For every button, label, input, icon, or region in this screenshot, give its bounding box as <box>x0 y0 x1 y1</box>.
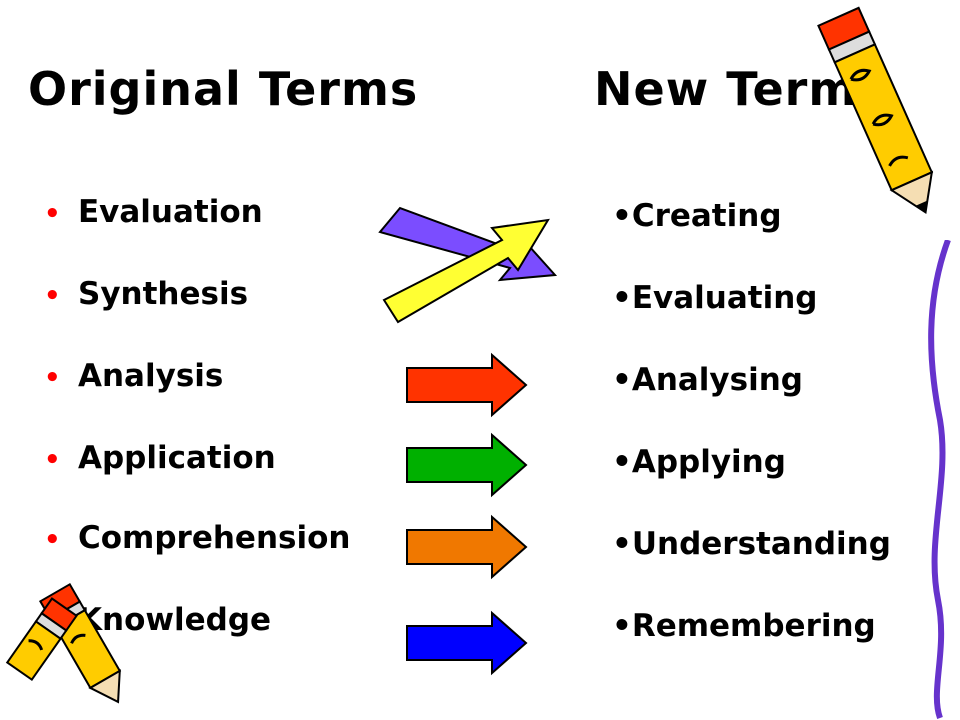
list-item: •Creating <box>612 198 782 234</box>
red-right-arrow-icon <box>406 352 528 418</box>
list-item: • Synthesis <box>44 276 248 312</box>
list-item: • Evaluation <box>44 194 263 230</box>
bullet: • <box>612 198 632 234</box>
original-term: Comprehension <box>78 520 351 556</box>
bullet: • <box>44 445 61 475</box>
green-right-arrow-icon <box>406 432 528 498</box>
new-term: Creating <box>631 198 782 234</box>
list-item: • Application <box>44 440 276 476</box>
list-item: •Analysing <box>612 362 803 398</box>
original-term: Evaluation <box>78 194 263 230</box>
bullet: • <box>612 526 632 562</box>
list-item: •Remembering <box>612 608 876 644</box>
bullet: • <box>612 362 632 398</box>
new-term: Evaluating <box>631 280 818 316</box>
pencil-icon <box>817 6 934 214</box>
new-term: Analysing <box>631 362 803 398</box>
list-item: • Comprehension <box>44 520 350 556</box>
bullet: • <box>44 199 61 229</box>
decorative-border-icon <box>928 240 951 720</box>
new-term: Applying <box>631 444 786 480</box>
original-term: Analysis <box>78 358 224 394</box>
new-term: Understanding <box>631 526 891 562</box>
original-term: Knowledge <box>78 602 272 638</box>
new-terms-title: New Terms <box>594 62 886 116</box>
bullet: • <box>44 363 61 393</box>
bullet: • <box>44 525 61 555</box>
bullet: • <box>612 280 632 316</box>
list-item: •Applying <box>612 444 786 480</box>
orange-right-arrow-icon <box>406 514 528 580</box>
purple-arrow-icon <box>378 206 558 282</box>
original-term: Synthesis <box>78 276 249 312</box>
list-item: •Knowledge <box>44 602 271 638</box>
bullet: • <box>612 608 632 644</box>
yellow-arrow-icon <box>382 218 550 324</box>
bullet: • <box>612 444 632 480</box>
bullet: • <box>44 281 61 311</box>
list-item: •Evaluating <box>612 280 817 316</box>
original-terms-title: Original Terms <box>28 62 419 116</box>
list-item: • Analysis <box>44 358 223 394</box>
list-item: •Understanding <box>612 526 891 562</box>
original-term: Application <box>78 440 276 476</box>
pencils-icon <box>5 582 122 704</box>
blue-right-arrow-icon <box>406 610 528 676</box>
new-term: Remembering <box>631 608 876 644</box>
